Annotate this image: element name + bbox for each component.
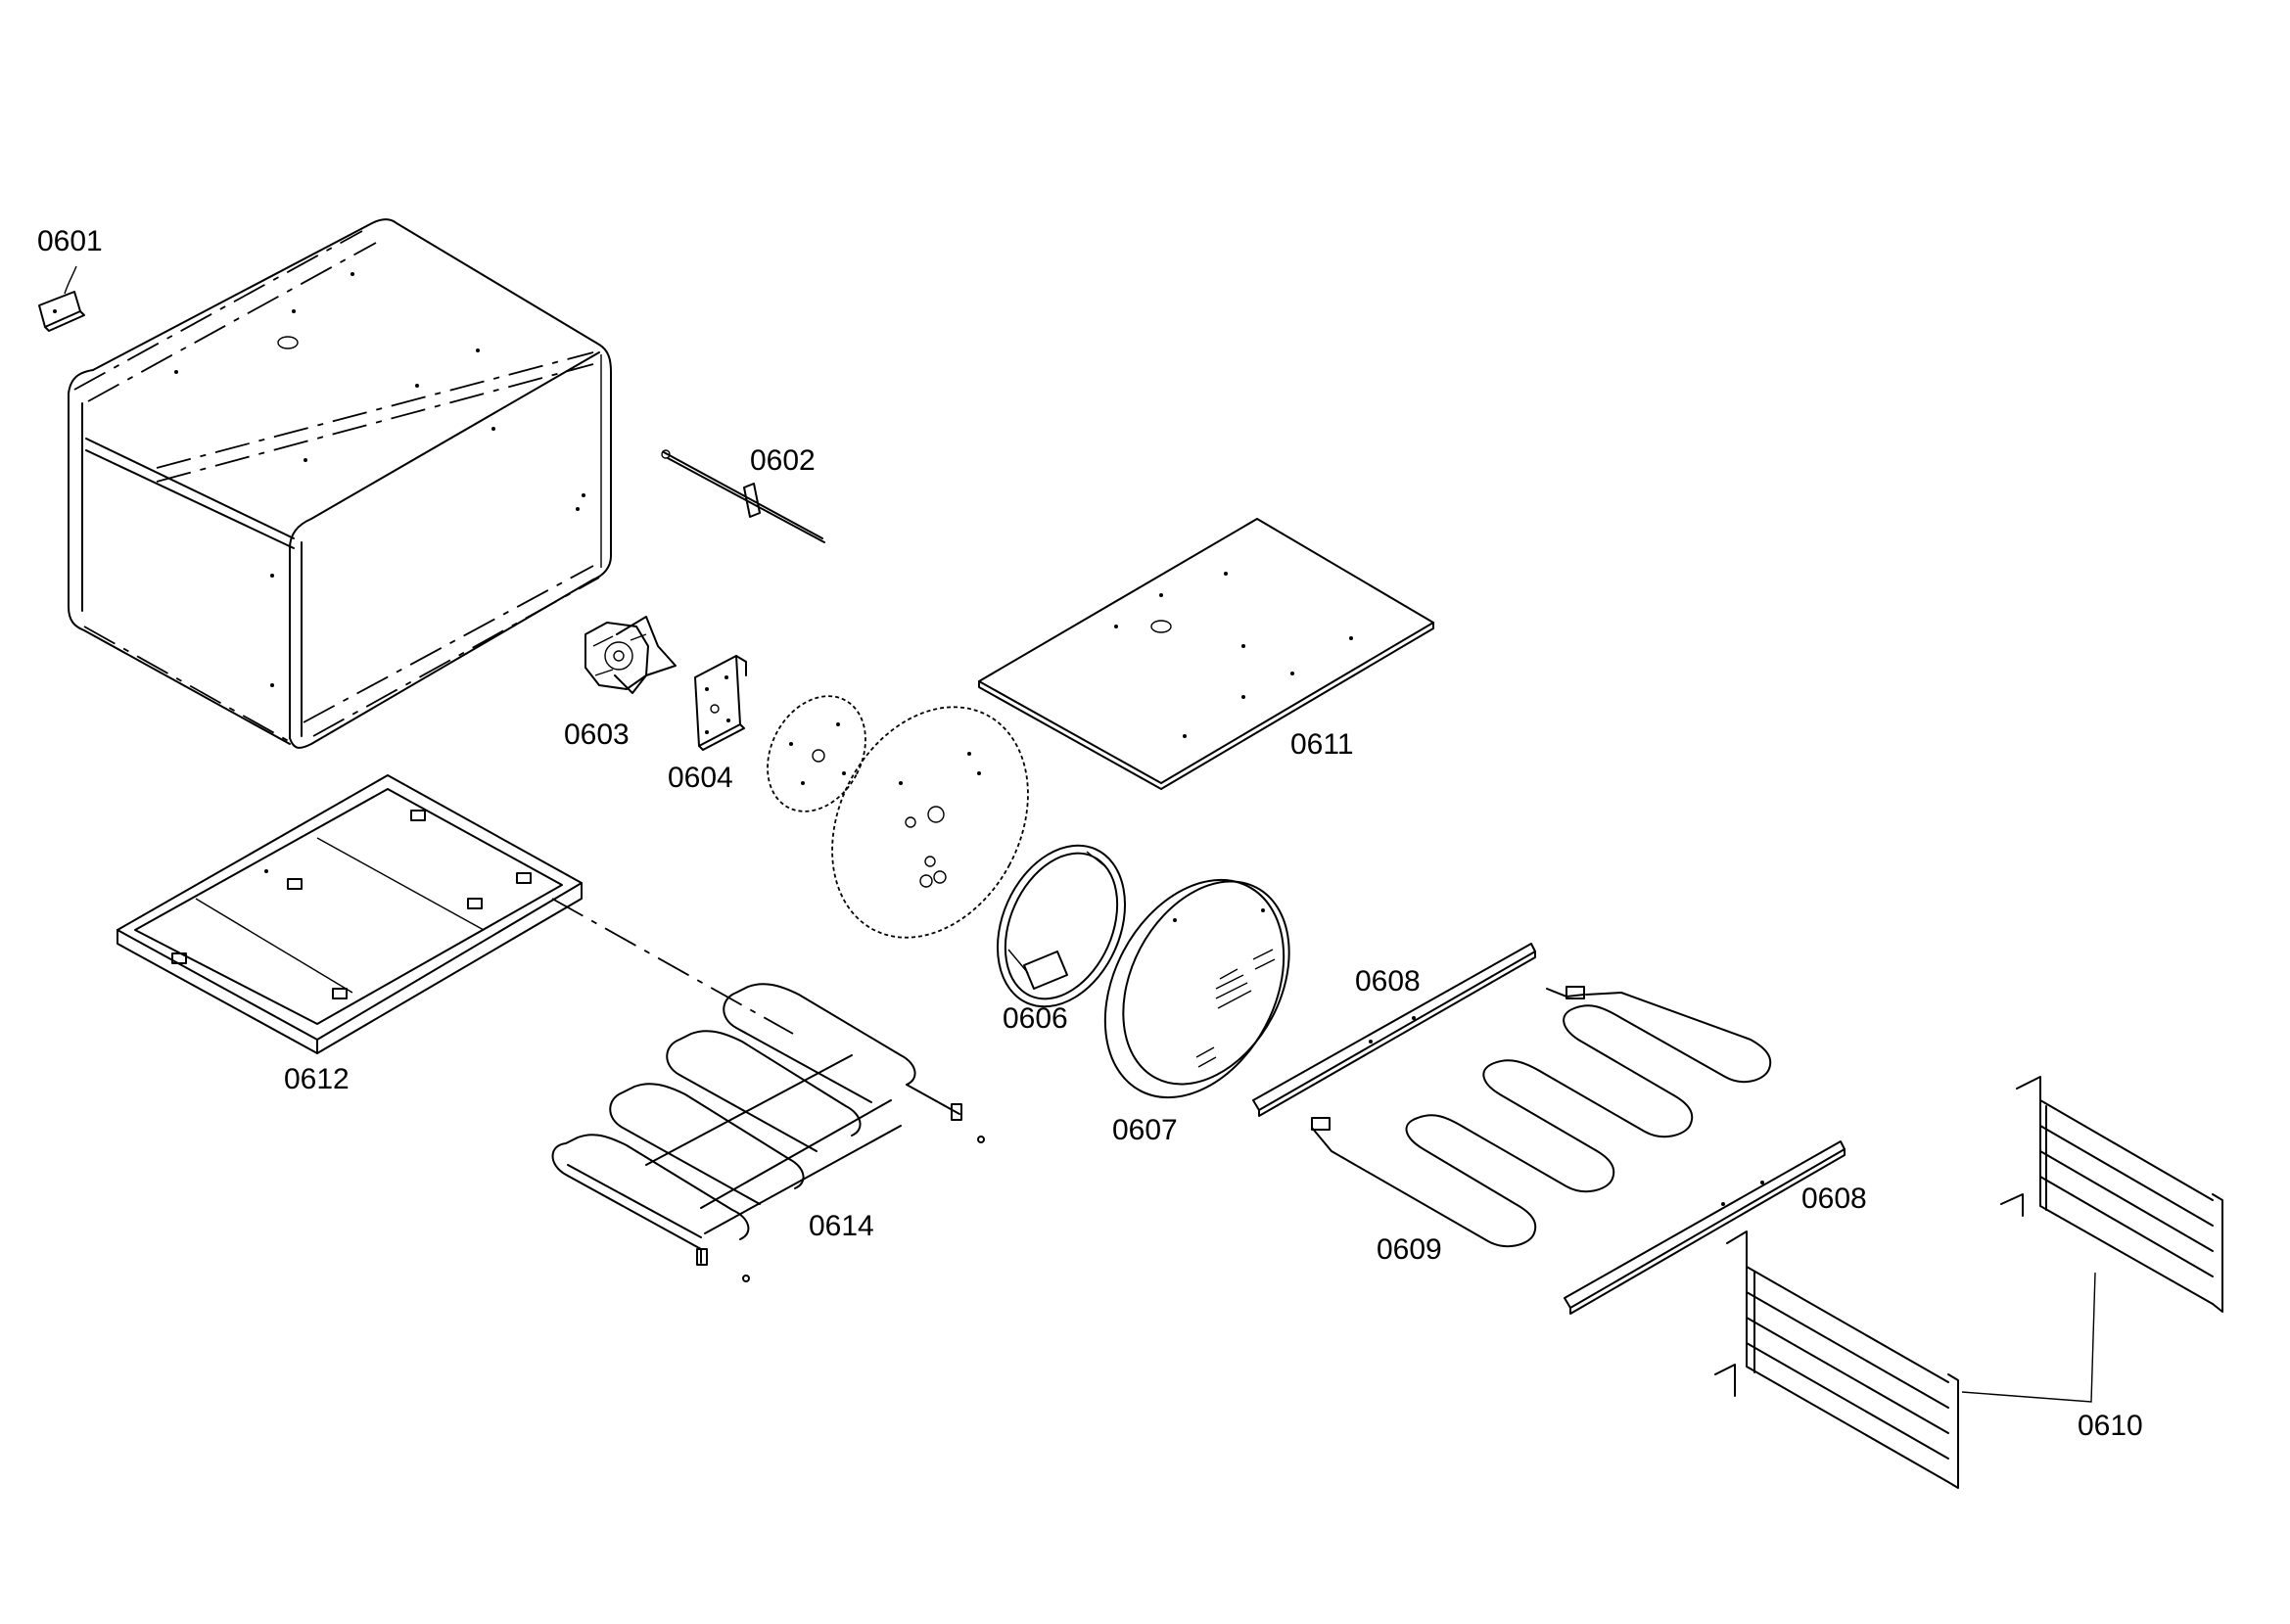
part-0602-sensor-drawing	[661, 449, 825, 543]
label-0601: 0601	[37, 225, 103, 257]
part-0606-ring-element-drawing	[996, 844, 1127, 1008]
fan-cover-disc-large-drawing	[831, 706, 1029, 939]
label-0602: 0602	[750, 444, 816, 477]
label-0609: 0609	[1377, 1233, 1442, 1266]
part-0610-shelf-support-right-drawing	[2000, 1076, 2223, 1313]
label-0612: 0612	[284, 1063, 350, 1095]
part-0603-fan-motor-drawing	[584, 616, 677, 694]
label-0608-top: 0608	[1355, 965, 1421, 998]
part-0612-tray-frame-drawing	[117, 774, 794, 1054]
part-0608-rail-top-drawing	[1252, 943, 1536, 1117]
part-0611-top-plate-drawing	[978, 518, 1434, 790]
label-0606: 0606	[1003, 1002, 1068, 1035]
label-0607: 0607	[1112, 1114, 1178, 1146]
fan-cover-disc-small-drawing	[767, 695, 866, 812]
label-0614: 0614	[809, 1210, 874, 1242]
part-0609-upper-element-drawing	[1311, 986, 1772, 1248]
part-0607-fan-cover-drawing	[1103, 878, 1290, 1099]
callout-leader-0610	[1961, 1272, 2096, 1403]
label-0604: 0604	[668, 762, 733, 794]
label-0611: 0611	[1290, 728, 1354, 761]
part-0604-bracket-drawing	[694, 655, 747, 751]
label-0610: 0610	[2078, 1410, 2143, 1442]
label-0603: 0603	[564, 719, 630, 751]
part-0608-rail-bottom-drawing	[1564, 1140, 1846, 1315]
part-0614-lower-element-drawing	[551, 983, 985, 1282]
label-0608-bottom: 0608	[1801, 1183, 1867, 1215]
part-0610-shelf-support-left-drawing	[1714, 1230, 1959, 1489]
part-0601-connector-drawing	[38, 265, 85, 332]
oven-cavity-drawing	[68, 218, 612, 749]
